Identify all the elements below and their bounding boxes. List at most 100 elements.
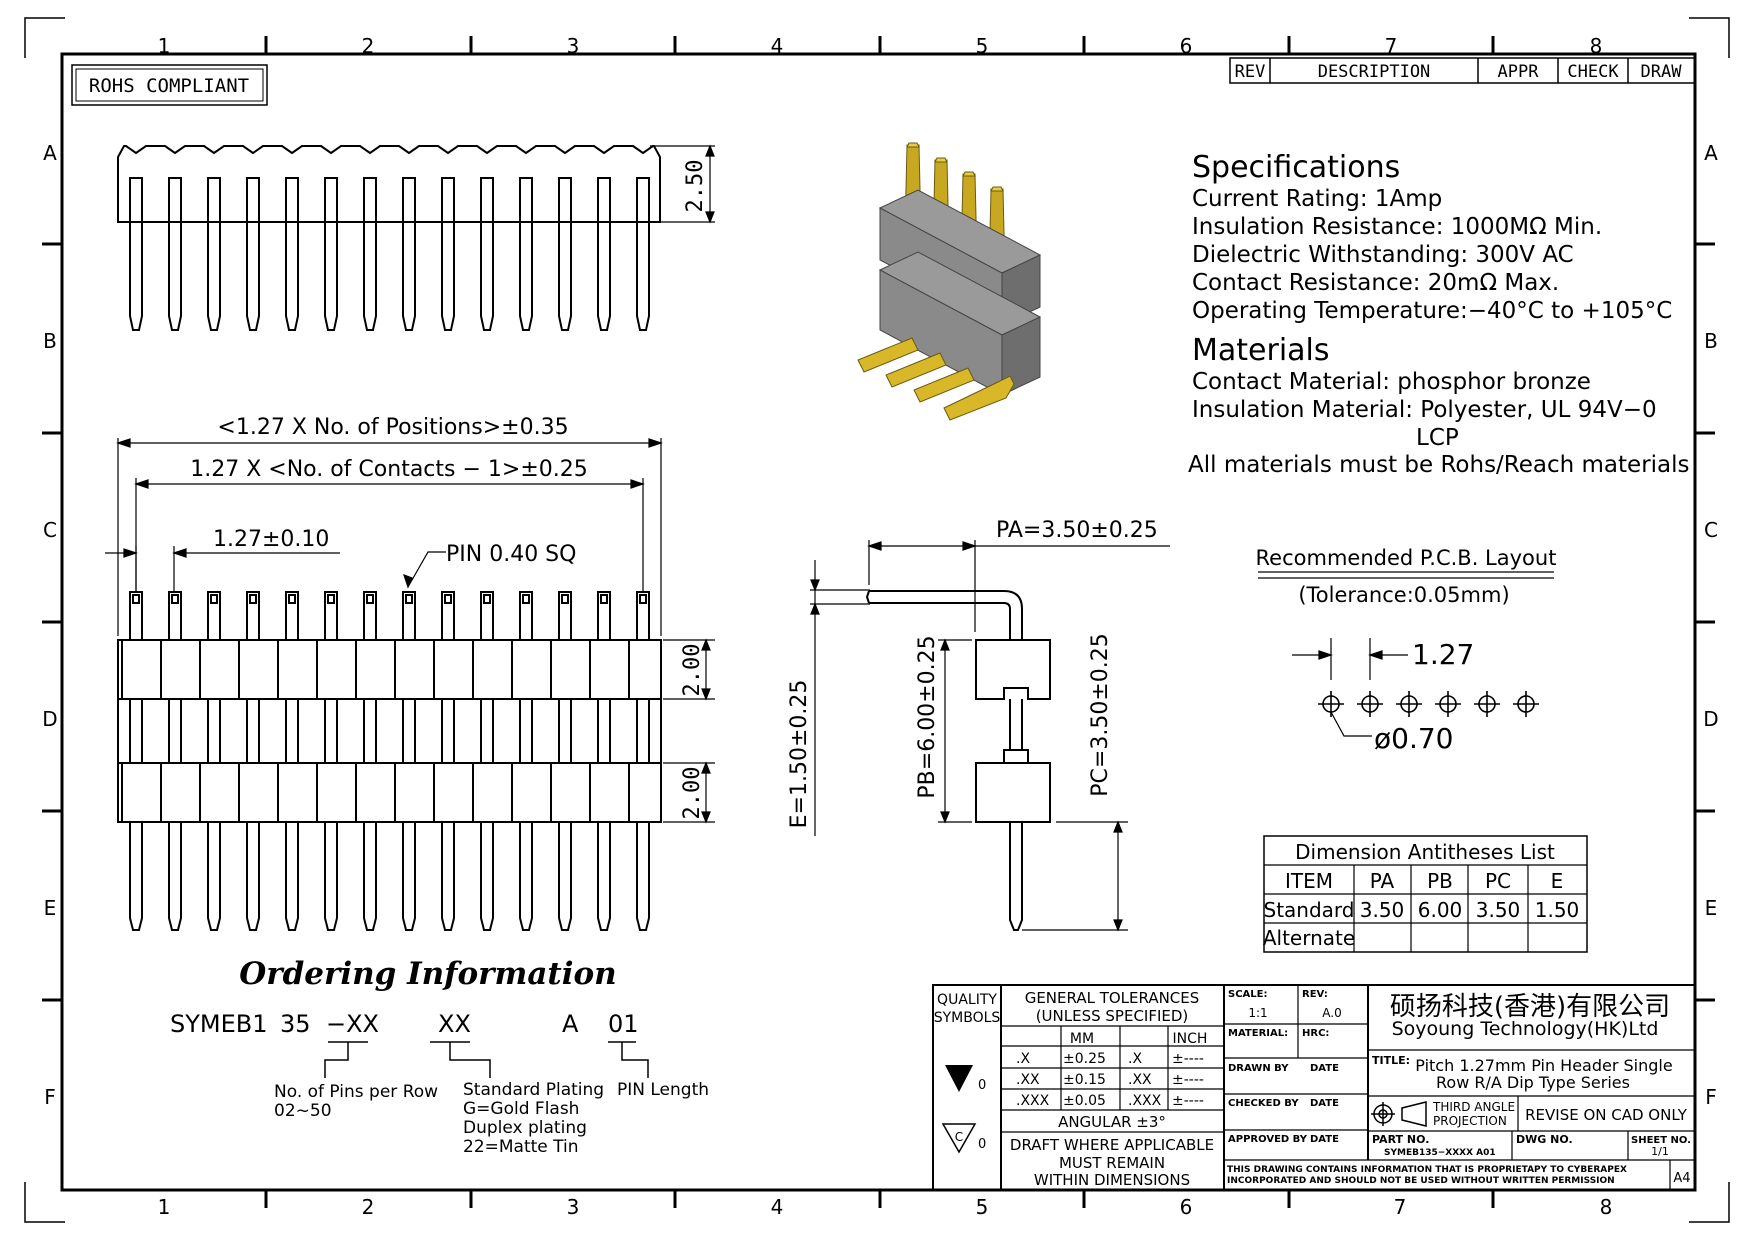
order-note-plating-3: Duplex plating — [463, 1118, 587, 1138]
front-pin-mid — [441, 699, 455, 763]
zone-col-1-bottom: 1 — [158, 1195, 171, 1219]
front-pin-tip — [288, 594, 296, 604]
draft-note-3: WITHIN DIMENSIONS — [1034, 1171, 1190, 1189]
order-code-series: SYMEB1 — [170, 1010, 268, 1038]
part-no-label: PART NO. — [1372, 1133, 1429, 1146]
front-pin-upper — [168, 591, 182, 641]
dim-pitch: 1.27±0.10 — [213, 527, 329, 552]
scale-value: 1:1 — [1248, 1006, 1267, 1020]
corner-marks — [24, 17, 1730, 1223]
tol-r1-inch-label: .X — [1128, 1051, 1142, 1067]
antitheses-standard-item: Standard — [1264, 898, 1355, 922]
zone-col-6-bottom: 6 — [1180, 1195, 1193, 1219]
tol-r3-inch-label: .XXX — [1128, 1093, 1162, 1109]
tol-r1-inch-value: ±---- — [1172, 1051, 1204, 1067]
quality-label-1: QUALITY — [937, 992, 997, 1008]
dim-pc: PC=3.50±0.25 — [1088, 633, 1113, 796]
tol-r1-mm-label: .X — [1016, 1051, 1030, 1067]
top-pin — [129, 177, 143, 331]
zone-row-b-right: B — [1704, 329, 1718, 353]
top-pin — [597, 177, 611, 331]
front-pin-tip — [210, 594, 218, 604]
front-pin-mid — [363, 699, 377, 763]
zone-col-5-top: 5 — [976, 34, 989, 58]
drawing-title-1: Pitch 1.27mm Pin Header Single — [1415, 1056, 1672, 1075]
projection-label-1: THIRD ANGLE — [1432, 1100, 1515, 1114]
tol-r3-mm-value: ±0.05 — [1063, 1093, 1106, 1109]
zone-row-a-left: A — [43, 141, 57, 165]
material-line-4: All materials must be Rohs/Reach materia… — [1188, 452, 1690, 478]
front-pin-upper — [597, 591, 611, 641]
quality-symbol-1-value: 0 — [978, 1078, 986, 1093]
front-pin-lower — [597, 822, 611, 931]
iso-header-illustration — [857, 142, 1042, 421]
order-note-length: PIN Length — [617, 1080, 709, 1100]
top-pin — [207, 177, 221, 331]
front-pin-upper — [324, 591, 338, 641]
front-pin-mid — [597, 699, 611, 763]
antitheses-title: Dimension Antitheses List — [1295, 840, 1555, 864]
tolerances-head-2: (UNLESS SPECIFIED) — [1036, 1007, 1189, 1025]
front-pin-lower — [558, 822, 572, 931]
order-code-pitch: 35 — [280, 1010, 311, 1038]
zone-row-f-right: F — [1705, 1085, 1717, 1109]
order-note-pins-2: 02~50 — [274, 1101, 332, 1121]
third-angle-projection-icon — [1371, 1101, 1427, 1127]
front-pin-upper — [636, 591, 650, 641]
pcb-pitch: 1.27 — [1412, 638, 1474, 671]
specifications-heading: Specifications — [1192, 150, 1400, 185]
antitheses-alternate-item: Alternate — [1263, 926, 1355, 950]
side-view: PA=3.50±0.25 PB=6.00±0.25 PC=3.50±0.25 E… — [787, 518, 1170, 932]
antitheses-header-pc: PC — [1485, 869, 1511, 893]
order-code-pins: −XX — [326, 1010, 379, 1038]
dim-top-height: 2.50 — [683, 160, 708, 213]
zone-row-f-left: F — [44, 1085, 56, 1109]
front-pin-upper — [207, 591, 221, 641]
order-note-pins-1: No. of Pins per Row — [274, 1082, 438, 1102]
antitheses-header-pb: PB — [1427, 869, 1453, 893]
zone-col-3-top: 3 — [567, 34, 580, 58]
angular-tolerance: ANGULAR ±3° — [1058, 1113, 1166, 1131]
spec-line-2: Insulation Resistance: 1000MΩ Min. — [1192, 214, 1602, 240]
checked-date-label: DATE — [1310, 1098, 1339, 1109]
zone-col-4-top: 4 — [771, 34, 784, 58]
order-note-plating-4: 22=Matte Tin — [463, 1137, 579, 1157]
rev-label: REV: — [1302, 989, 1328, 1000]
pcb-tolerance: (Tolerance:0.05mm) — [1298, 583, 1509, 607]
drawn-by-label: DRAWN BY — [1228, 1063, 1289, 1074]
hrc-label: HRC: — [1302, 1028, 1329, 1039]
dim-contacts: 1.27 X <No. of Contacts − 1>±0.25 — [190, 457, 588, 482]
front-pin-tip — [171, 594, 179, 604]
surface-finish-solid-icon — [945, 1065, 973, 1092]
front-pin-mid — [558, 699, 572, 763]
tol-r1-mm-value: ±0.25 — [1063, 1051, 1106, 1067]
tol-r2-mm-value: ±0.15 — [1063, 1072, 1106, 1088]
antitheses-standard-e: 1.50 — [1535, 898, 1580, 922]
proprietary-notice-2: INCORPORATED AND SHOULD NOT BE USED WITH… — [1227, 1176, 1615, 1186]
check-header: CHECK — [1567, 62, 1619, 82]
tol-r2-inch-label: .XX — [1128, 1072, 1152, 1088]
tol-r3-mm-label: .XXX — [1016, 1093, 1050, 1109]
drawing-title-2: Row R/A Dip Type Series — [1436, 1073, 1630, 1092]
dim-pb: PB=6.00±0.25 — [915, 635, 940, 798]
front-pin-lower — [519, 822, 533, 931]
dim-e: E=1.50±0.25 — [787, 680, 812, 829]
dim-pa: PA=3.50±0.25 — [996, 518, 1158, 543]
antitheses-standard-pb: 6.00 — [1418, 898, 1463, 922]
zone-row-c-right: C — [1704, 518, 1718, 542]
pcb-title: Recommended P.C.B. Layout — [1256, 546, 1557, 570]
quality-label-2: SYMBOLS — [934, 1010, 1001, 1026]
specifications-block: Specifications Current Rating: 1Amp Insu… — [1188, 150, 1690, 478]
dim-housing-1: 2.00 — [680, 644, 705, 697]
front-housing-lower — [117, 762, 662, 823]
front-pin-mid — [480, 699, 494, 763]
front-pin-lower — [324, 822, 338, 931]
order-note-plating-1: Standard Plating — [463, 1080, 604, 1100]
tolerances-head-1: GENERAL TOLERANCES — [1025, 989, 1200, 1007]
front-pin-tip — [132, 594, 140, 604]
front-pin-upper — [441, 591, 455, 641]
front-pin-lower — [636, 822, 650, 931]
zone-row-d-right: D — [1703, 707, 1718, 731]
quality-symbol-2-value: 0 — [978, 1137, 986, 1152]
front-pin-mid — [207, 699, 221, 763]
